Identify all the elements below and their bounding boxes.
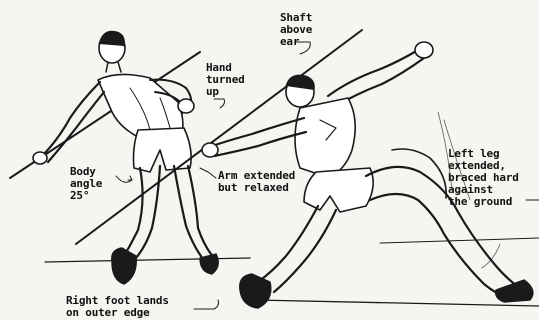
thrower-figure-1 — [10, 31, 218, 284]
label-hand-turned-up: Hand turned up — [206, 62, 245, 98]
leader-right-foot — [194, 300, 219, 309]
ground-line — [255, 300, 539, 306]
label-body-angle: Body angle 25° — [70, 166, 102, 202]
label-left-leg: Left leg extended, braced hard against t… — [448, 148, 519, 208]
label-arm-extended: Arm extended but relaxed — [218, 170, 295, 194]
label-shaft-above-ear: Shaft above ear — [280, 12, 312, 48]
leader-body-angle — [116, 176, 132, 182]
ground-line — [45, 258, 250, 262]
leader-hand — [214, 99, 225, 108]
label-right-foot: Right foot lands on outer edge — [66, 295, 169, 319]
leader-arm — [200, 168, 216, 178]
ground-line — [380, 238, 539, 243]
